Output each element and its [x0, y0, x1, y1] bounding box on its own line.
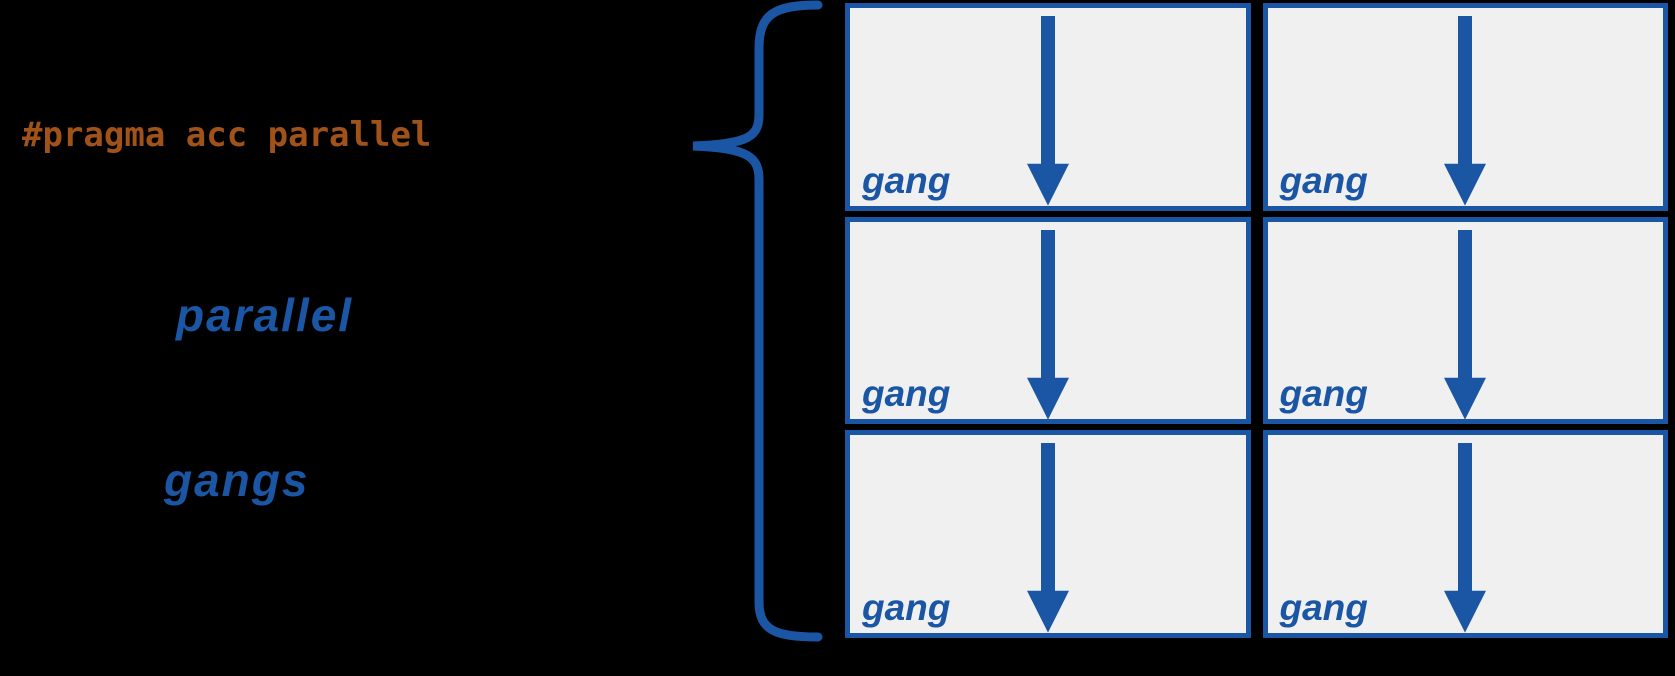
down-arrow-icon [1444, 443, 1487, 633]
gang-box: gang [845, 430, 1251, 638]
gang-box-label: gang [1279, 159, 1368, 201]
gang-box: gang [1262, 216, 1668, 425]
gang-box-label: gang [862, 159, 951, 201]
gang-box: gang [845, 3, 1251, 211]
gang-box-label: gang [862, 587, 951, 628]
gang-box-label: gang [862, 373, 951, 415]
down-arrow-icon [1026, 16, 1069, 206]
gang-box: gang [845, 216, 1251, 425]
gang-grid: gang gang gang gang gang [845, 3, 1668, 638]
down-arrow-icon [1444, 229, 1487, 420]
gang-box: gang [1262, 3, 1668, 211]
down-arrow-icon [1026, 229, 1069, 420]
pragma-directive-code: #pragma acc parallel [22, 115, 432, 155]
gang-box-label: gang [1279, 587, 1368, 628]
gangs-label: gangs [164, 454, 310, 506]
down-arrow-icon [1444, 16, 1487, 206]
down-arrow-icon [1026, 443, 1069, 633]
gang-box: gang [1262, 430, 1668, 638]
parallel-label: parallel [176, 289, 354, 341]
curly-brace-icon [692, 0, 823, 642]
gang-box-label: gang [1279, 373, 1368, 415]
